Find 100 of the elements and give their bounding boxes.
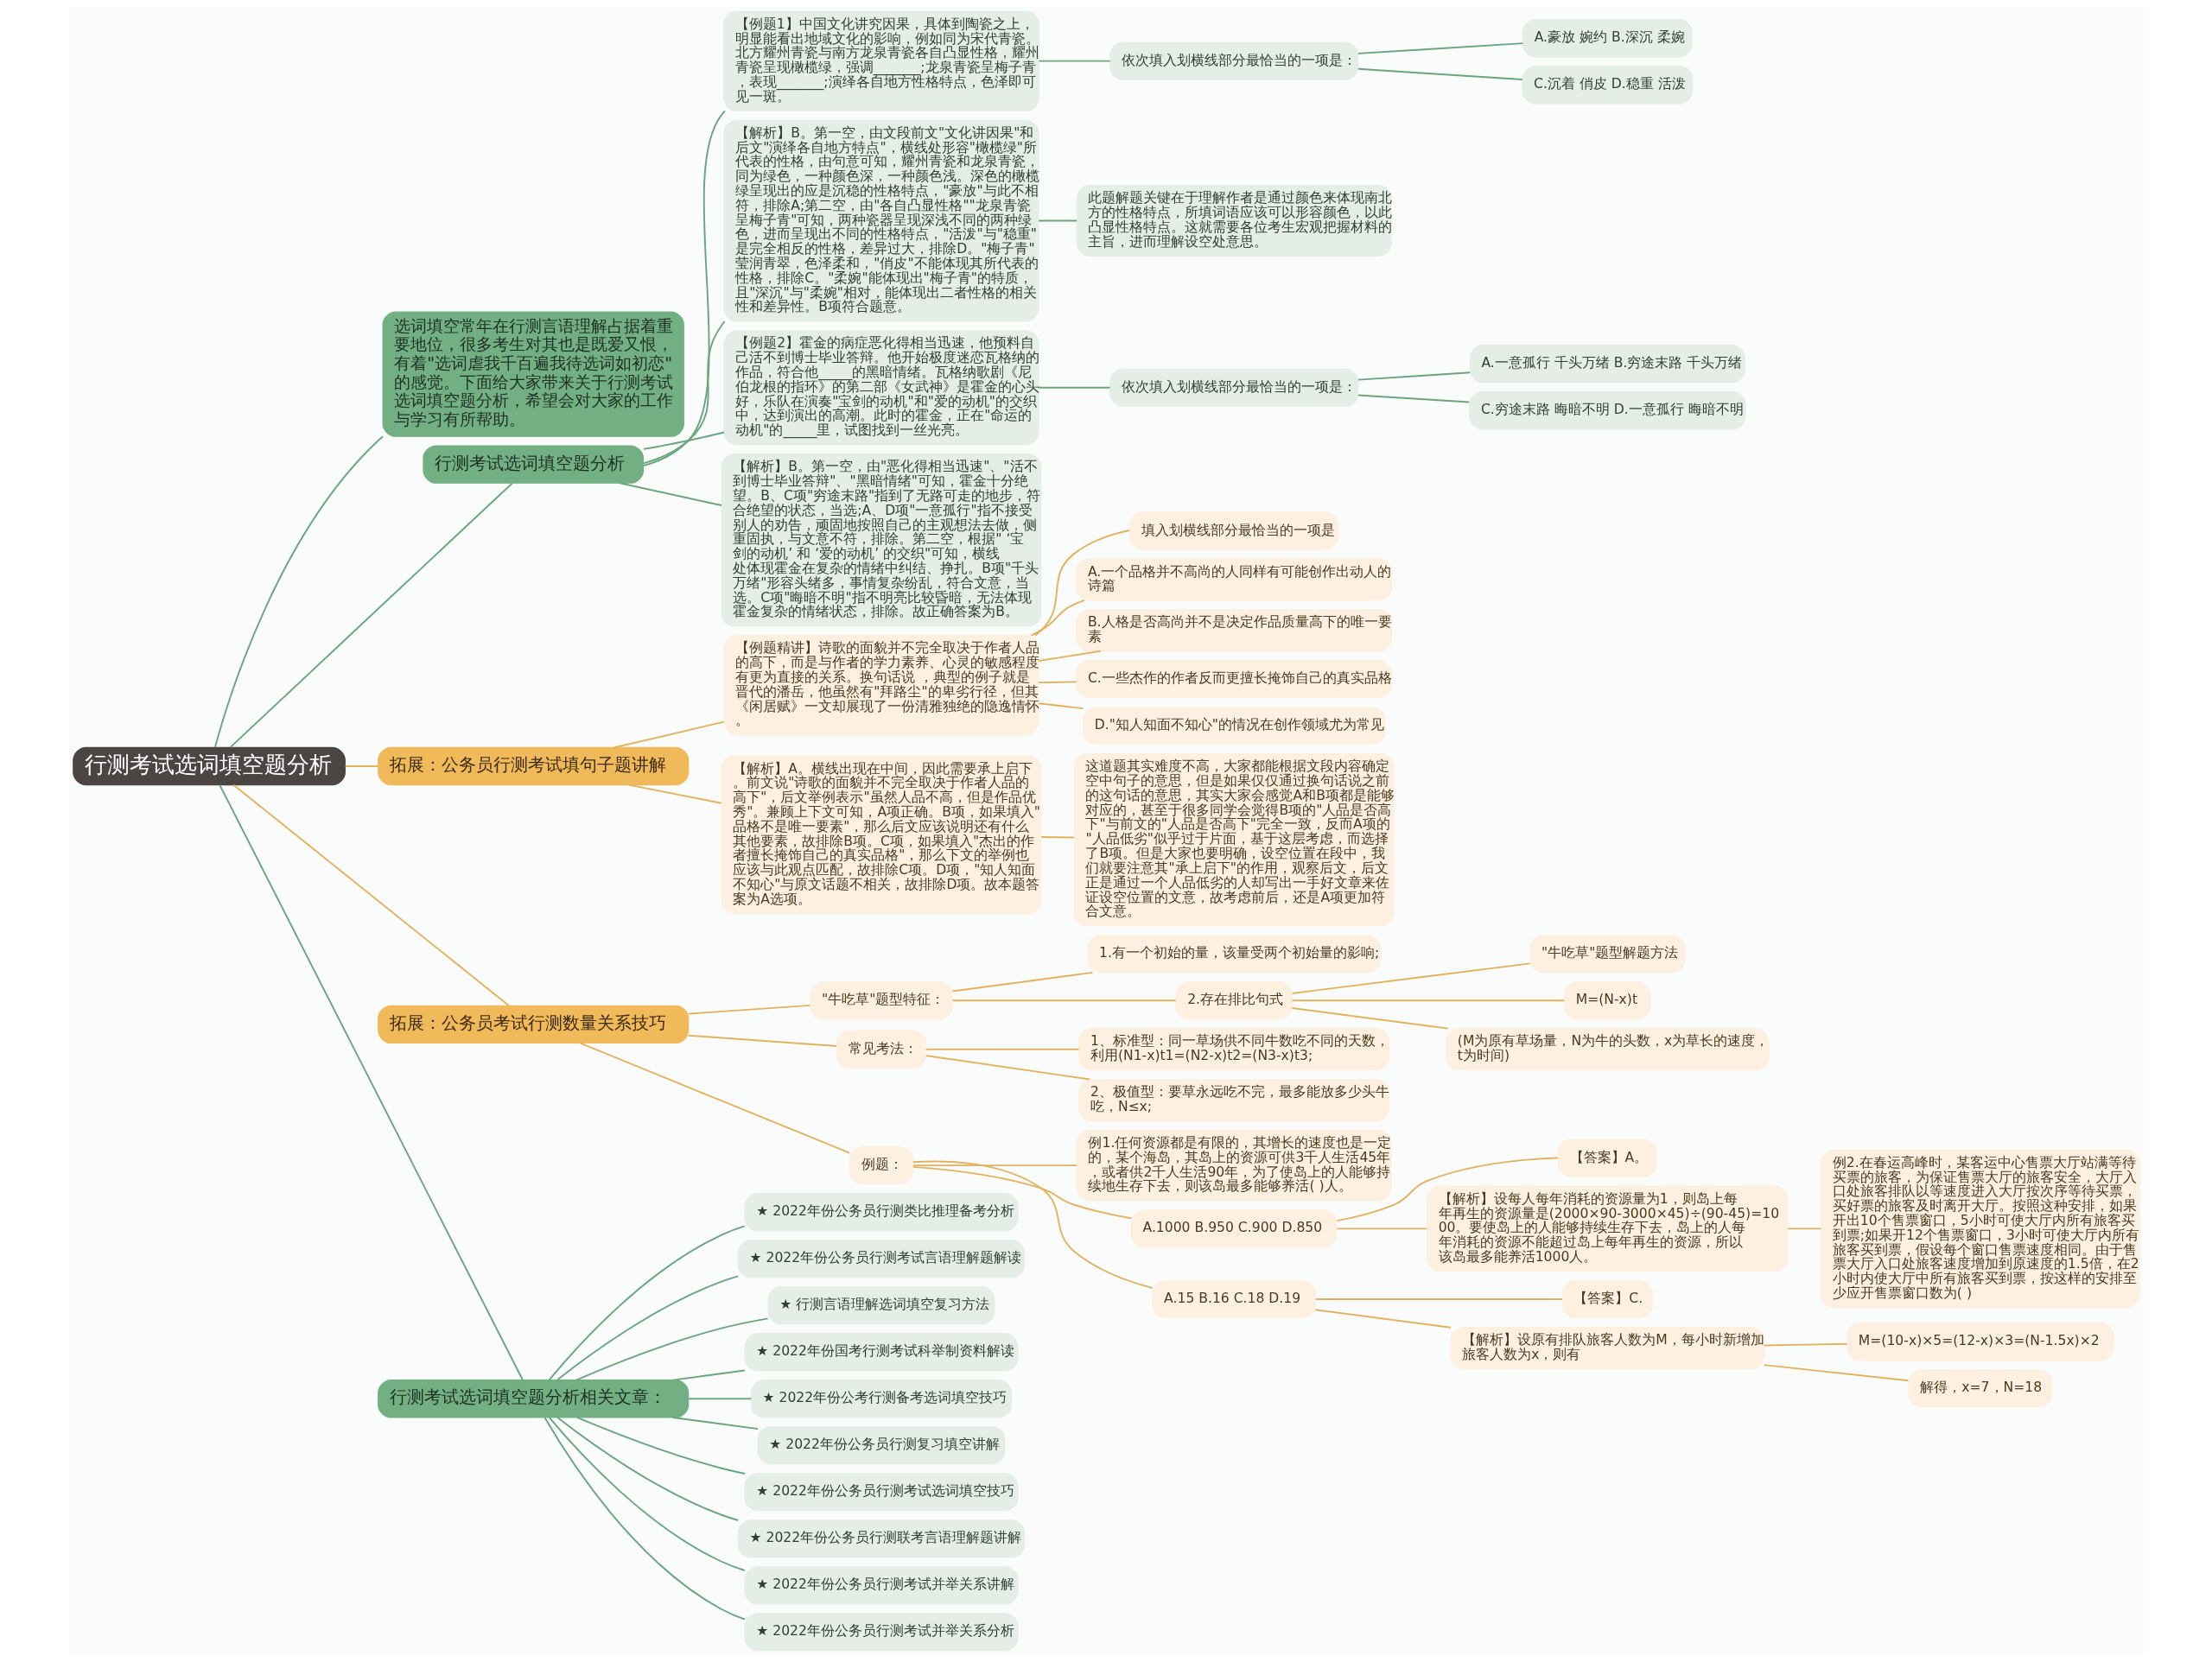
node-box: ★ 行测言语理解选词填空复习方法: [767, 1286, 995, 1325]
node-box: 【答案】C.: [1561, 1279, 1653, 1319]
node-box: C.一些杰作的作者反而更擅长掩饰自己的真实品格: [1075, 659, 1392, 699]
connector: [912, 1160, 1154, 1289]
connector: [1291, 962, 1531, 994]
node-box: (M为原有草场量，N为牛的头数，x为草长的速度，t为时间): [1445, 1028, 1770, 1071]
node-box: 行测考试选词填空题分析: [72, 746, 346, 786]
connector: [950, 971, 1094, 993]
connector: [627, 783, 722, 804]
connector: [1357, 42, 1523, 54]
connector: [548, 1225, 746, 1381]
node-box: A.1000 B.950 C.900 D.850: [1130, 1209, 1338, 1248]
connector: [1314, 1298, 1563, 1300]
node-box: C.沉着 俏皮 D.稳重 活泼: [1521, 66, 1693, 105]
connector: [575, 1317, 769, 1381]
node-box: 【解析】B。第一空，由文段前文"文化讲因果"和后文"演绎各自地方特点"，横线处形容"橄榄绿"所代表的性格，由句意可知，耀州青瓷和龙泉青瓷，同为绿色，一种颜色深，一种颜色浅。深色的橄榄绿呈现出的应是沉稳的性格特点，"豪放"与此不相符，排除A;第二空，由"各自凸显性格""龙泉青瓷呈梅子青"可知，两种瓷器呈现深浅不同的两种绿色，进而呈现出不同的性格特点，"活泼"与"稳重"是完全相反的性格，差异过大，排除D。"梅子青"莹润青翠，色泽柔和，"俏皮"不能体现其所代表的性格，排除C。"柔婉"能体现出"梅子青"的特质，且"深沉"与"柔婉"相对，能体现出二者性格的相关性和差异性。B项符合题意。: [723, 119, 1039, 322]
connector: [218, 783, 524, 1381]
node-box: 例2.在春运高峰时，某客运中心售票大厅站满等待买票的旅客，为保证售票大厅的旅客安全，大厅入口处旅客排队以等速度进入大厅按次序等待买票，买好票的旅客及时离开大厅。按照这种安排，如果开出10个售票窗口，5小时可使大厅内所有旅客买到票;如果开12个售票窗口，3小时可使大厅内所有旅客买到票，假设每个窗口售票速度相同。由于售票大厅入口处旅客速度增加到原速度的1.5倍，在2小时内使大厅中所有旅客买到票，按这样的安排至少应开售票窗口数为( ): [1820, 1149, 2140, 1309]
node-box: 拓展：公务员考试行测数量关系技巧: [377, 1005, 689, 1044]
connector: [579, 1042, 850, 1154]
connector: [1335, 1227, 1427, 1230]
node-box: ★ 2022年份国考行测考试科举制资料解读: [744, 1333, 1018, 1372]
node-box: 例题：: [849, 1145, 913, 1185]
node-box: ★ 2022年份公考行测备考选词填空技巧: [750, 1380, 1012, 1418]
node-box: ★ 2022年份公务员行测考试并举关系讲解: [744, 1566, 1018, 1605]
connector: [1039, 835, 1075, 839]
node-box: A.15 B.16 C.18 D.19: [1151, 1279, 1316, 1319]
node-box: 这道题其实难度不高，大家都能根据文段内容确定空中句子的意思，但是如果仅仅通过换句话说之前的这句话的意思，其实大家会感觉A和B项都是能够对应的，甚至于很多同学会觉得B项的"人品是否高下"与前文的"人品是否高下"完全一致，反而A项的"人品低劣"似乎过于片面，基于这层考虑，而选择了B项。但是大家也要明确，设空位置在段中，我们就要注意其"承上启下"的作用，观察后文，后文正是通过一个人品低劣的人却写出一手好文章来佐证设空位置的文意，故考虑前后，还是A项更加符合文意。: [1073, 752, 1395, 927]
node-box: A.豪放 婉约 B.深沉 柔婉: [1522, 19, 1693, 58]
node-box: A.一个品格并不高尚的人同样有可能创作出动人的诗篇: [1075, 558, 1392, 601]
node-box: 1、标准型：同一草场供不同牛数吃不同的天数，利用(N1-x)t1=(N2-x)t2=(N3-x)t3;: [1077, 1028, 1389, 1071]
node-box: 拓展：公务员行测考试填句子题讲解: [377, 746, 689, 786]
node-box: ★ 2022年份公务员行测复习填空讲解: [757, 1426, 1005, 1465]
node-box: 常见考法：: [836, 1030, 926, 1069]
connector: [548, 1416, 746, 1571]
connector: [556, 1417, 739, 1521]
connector: [642, 320, 726, 465]
connector: [1030, 599, 1085, 637]
node-box: 2、极值型：要草永远吃不完，最多能放多少头牛吃，N≤x;: [1077, 1078, 1389, 1122]
node-box: 【例题1】中国文化讲究因果，具体到陶瓷之上，明显能看出地域文化的影响，例如同为宋代青瓷。北方耀州青瓷与南方龙泉青瓷各自凸显性格，耀州青瓷呈现橄榄绿，强调_______;龙泉青瓷呈梅子青，表现_______;演绎各自地方性格特点，色泽即可见一斑。: [722, 10, 1039, 111]
node-box: 【解析】设原有排队旅客人数为M，每小时新增加旅客人数为x，则有: [1449, 1326, 1764, 1370]
connector: [229, 482, 513, 749]
node-box: ★ 2022年份公务员行测联考言语理解题讲解: [737, 1519, 1025, 1558]
connector: [1291, 999, 1565, 1002]
node-box: 行测考试选词填空题分析: [422, 445, 644, 484]
node-box: 依次填入划横线部分最恰当的一项是：: [1109, 41, 1358, 80]
node-box: 【解析】设每人每年消耗的资源量为1，则岛上每年再生的资源量是(2000×90-3000×45)÷(90-45)=1000。要使岛上的人能够持续生存下去，岛上的人每年消耗的资源不能超过岛上每年再生的资源，所以该岛最多能养活1000人。: [1426, 1185, 1789, 1272]
connector: [618, 482, 722, 506]
connector: [1037, 681, 1077, 684]
node-box: 选词填空常年在行测言语理解占据着重要地位，很多考生对其也是既爱又恨，有着"选词虐我千百遍我待选词如初恋"的感觉。下面给大家带来关于行测考试选词填空题分析，希望会对大家的工作与学习有所帮助。: [382, 311, 684, 437]
node-box: 此题解题关键在于理解作者是通过颜色来体现南北方的性格特点，所填词语应该可以形容颜色，以此凸显性格特点。这就需要各位考生宏观把握材料的主旨，进而理解设空处意思。: [1076, 185, 1392, 257]
node-box: ★ 2022年份公务员行测考试并举关系分析: [744, 1613, 1018, 1652]
connector: [642, 110, 726, 467]
connector: [950, 999, 1177, 1002]
connector: [232, 783, 510, 1007]
node-box: C.穷途末路 晦暗不明 D.一意孤行 晦暗不明: [1468, 391, 1746, 430]
connector: [1033, 530, 1130, 637]
node-box: 解得，x=7，N=18: [1908, 1369, 2052, 1408]
connector: [575, 1417, 746, 1475]
node-box: 填入划横线部分最恰当的一项是: [1128, 511, 1338, 550]
connector: [1314, 1309, 1452, 1329]
connector: [1357, 394, 1470, 403]
node-box: 2.存在排比句式: [1174, 981, 1293, 1020]
connector: [1357, 371, 1471, 381]
node-box: 1.有一个初始的量，该量受两个初始量的影响;: [1086, 935, 1381, 974]
node-box: A.一意孤行 千头万绪 B.穷途末路 千头万绪: [1469, 344, 1745, 384]
connector: [1037, 702, 1084, 710]
connector: [344, 765, 379, 767]
node-box: "牛吃草"题型解题方法: [1529, 935, 1685, 974]
connector: [1335, 1157, 1559, 1222]
node-box: 行测考试选词填空题分析相关文章：: [377, 1380, 689, 1418]
connector: [925, 1048, 1080, 1050]
node-box: ★ 2022年份公务员行测考试言语理解题解读: [737, 1240, 1025, 1278]
node-box: 【答案】A。: [1557, 1139, 1657, 1177]
connector: [1037, 650, 1102, 662]
connector: [642, 431, 725, 450]
node-box: "牛吃草"题型特征：: [809, 981, 953, 1020]
node-box: ★ 2022年份公务员行测考试选词填空技巧: [744, 1473, 1018, 1512]
node-box: 例1.任何资源都是有限的，其增长的速度也是一定的，某个海岛，其岛上的资源可供3千人生活45年，或者供2千人生活90年，为了使岛上的人能够持续地生存下去，则该岛最多能够养活( )人。: [1076, 1129, 1392, 1202]
node-box: 【解析】A。横线出现在中间，因此需要承上启下。前文说"诗歌的面貌并不完全取决于作者人品的高下"，后文举例表示"虽然人品不高，但是作品优秀"。兼顾上下文可知，A项正确。B项，如果填入"品格不是唯一要素"，那么后文应该说明还有什么其他要素，故排除B项。C项，如果填入"杰出的作者擅长掩饰自己的真实品格"，那么下文的举例也应该与此观点匹配，故排除C项。D项，"知人知面不知心"与原文话题不相关，故排除D项。故本题答案为A选项。: [721, 755, 1041, 915]
node-box: 依次填入划横线部分最恰当的一项是：: [1109, 368, 1358, 407]
node-box: D."知人知面不知心"的情况在创作领域尤为常见: [1082, 706, 1385, 745]
connector: [687, 1004, 810, 1015]
connector: [543, 1417, 746, 1621]
node-box: M=(N-x)t: [1563, 981, 1651, 1020]
node-box: 【例题精讲】诗歌的面貌并不完全取决于作者人品的高下，而是与作者的学力素养、心灵的敏感程度有更为直接的关系。换句话说 ，典型的例子就是晋代的潘岳，他虽然有"拜路尘"的卑劣行径，但其《闲居赋》一文却展现了一份清雅独绝的隐逸情怀。: [723, 635, 1039, 736]
connector: [912, 1165, 1132, 1220]
connector: [1037, 219, 1077, 222]
connector: [1787, 1227, 1822, 1230]
connector: [213, 435, 384, 748]
node-box: 【例题2】霍金的病症恶化得相当迅速，他预料自己活不到博士毕业答辩。他开始极度迷恋瓦格纳的作品，符合他_____的黑暗情绪。瓦格纳歌剧《尼伯龙根的指环》的第二部《女武神》是霍金的心头好，乐队在演奏"宝剑的动机"和"爱的动机"的交织中，达到演出的高潮。此时的霍金，正在"命运的动机"的_____里，试图找到一丝光亮。: [723, 330, 1039, 446]
connector: [671, 1416, 759, 1430]
connector: [1291, 1007, 1449, 1030]
node-box: B.人格是否高尚并不是决定作品质量高下的唯一要素: [1075, 609, 1392, 652]
node-box: 【解析】B。第一空，由"恶化得相当迅速"、"活不到博士毕业答辩"、"黑暗情绪"可知，霍金十分绝望。B、C项"穷途末路"指到了无路可走的地步，符合绝望的状态，当选;A、D项"一意孤行"指不接受别人的劝告，顽固地按照自己的主观想法去做，侧重固执，与文意不符，排除。第二空，根据" ‘宝剑的动机’ 和 ‘爱的动机’ 的交织"可知，横线处体现霍金在复杂的情绪中纠结、挣扎。B项"千头万绪"形容头绪多，事情复杂纷乱，符合文意，当选。C项"晦暗不明"指不明亮比较昏暗，无法体现霍金复杂的情绪状态，排除。故正确答案为B。: [721, 454, 1041, 627]
connector: [1763, 1342, 1847, 1347]
connector: [687, 1398, 752, 1400]
connector: [1357, 67, 1523, 80]
connector: [556, 1275, 739, 1381]
connector: [1037, 386, 1110, 389]
